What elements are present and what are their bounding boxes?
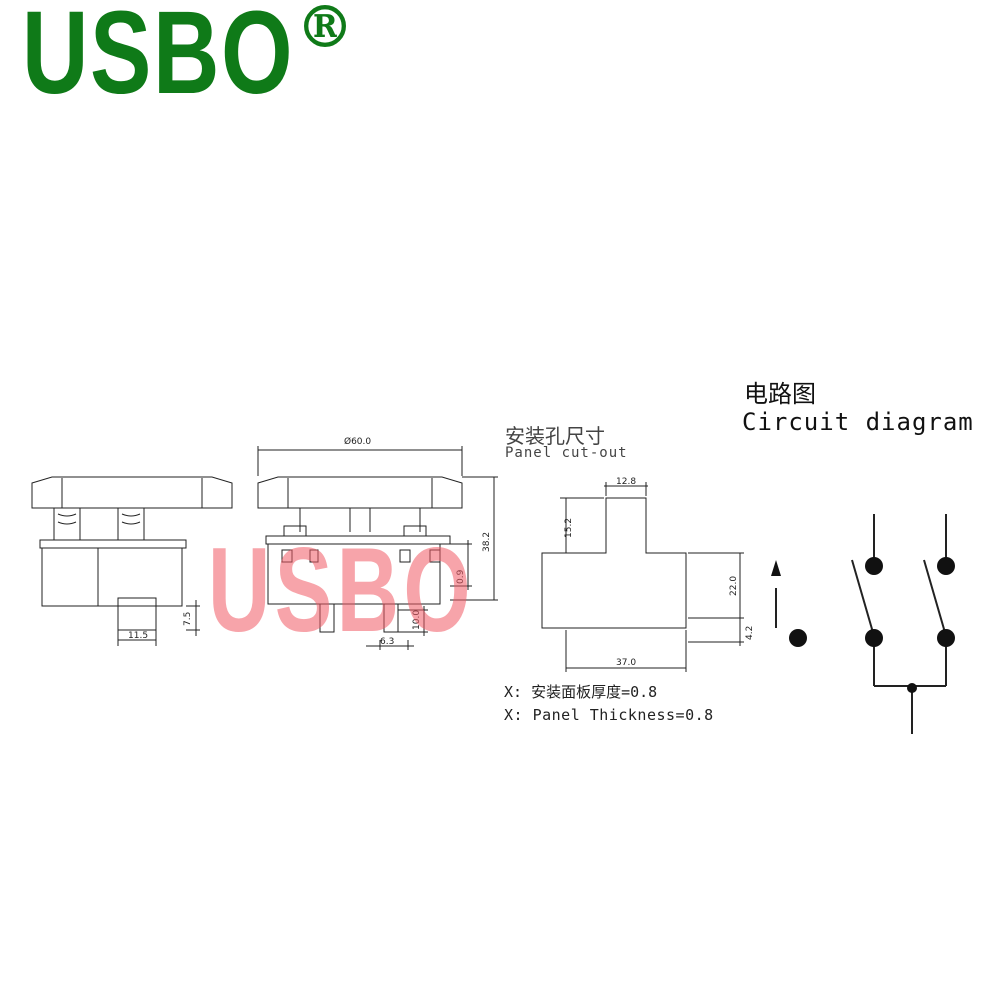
dim-37-0: 37.0 [616, 658, 636, 668]
panel-cutout-title-cn: 安装孔尺寸 [505, 424, 605, 448]
switch-front-view [257, 446, 498, 650]
dim-12-8: 12.8 [616, 477, 636, 487]
circuit-title-cn: 电路图 [744, 380, 816, 408]
thickness-note-cn: X: 安装面板厚度=0.8 [504, 683, 658, 701]
dim-7-5: 7.5 [183, 612, 193, 626]
switch-side-view [31, 476, 233, 646]
dim-10: 10.0 [412, 610, 422, 630]
circuit-contacts [771, 557, 955, 693]
dim-15-2: 15.2 [564, 518, 574, 538]
dim-0-9: 0.9 [456, 569, 466, 584]
panel-cutout-title-en: Panel cut-out [505, 445, 628, 461]
registered-mark: ® [296, 0, 354, 61]
dim-11-5: 11.5 [128, 631, 148, 641]
dim-6-3: 6.3 [380, 637, 394, 647]
dim-height: 38.2 [482, 532, 492, 552]
circuit-symbol [775, 514, 947, 734]
panel-cutout-shape [541, 482, 744, 672]
dim-22-0: 22.0 [729, 576, 739, 596]
dim-diameter: Ø60.0 [344, 436, 371, 447]
brand-logo: USBO [22, 0, 295, 119]
dim-4-2: 4.2 [745, 626, 755, 640]
thickness-note-en: X: Panel Thickness=0.8 [504, 706, 714, 724]
circuit-title-en: Circuit diagram [742, 408, 974, 436]
watermark: USBO [208, 523, 475, 657]
